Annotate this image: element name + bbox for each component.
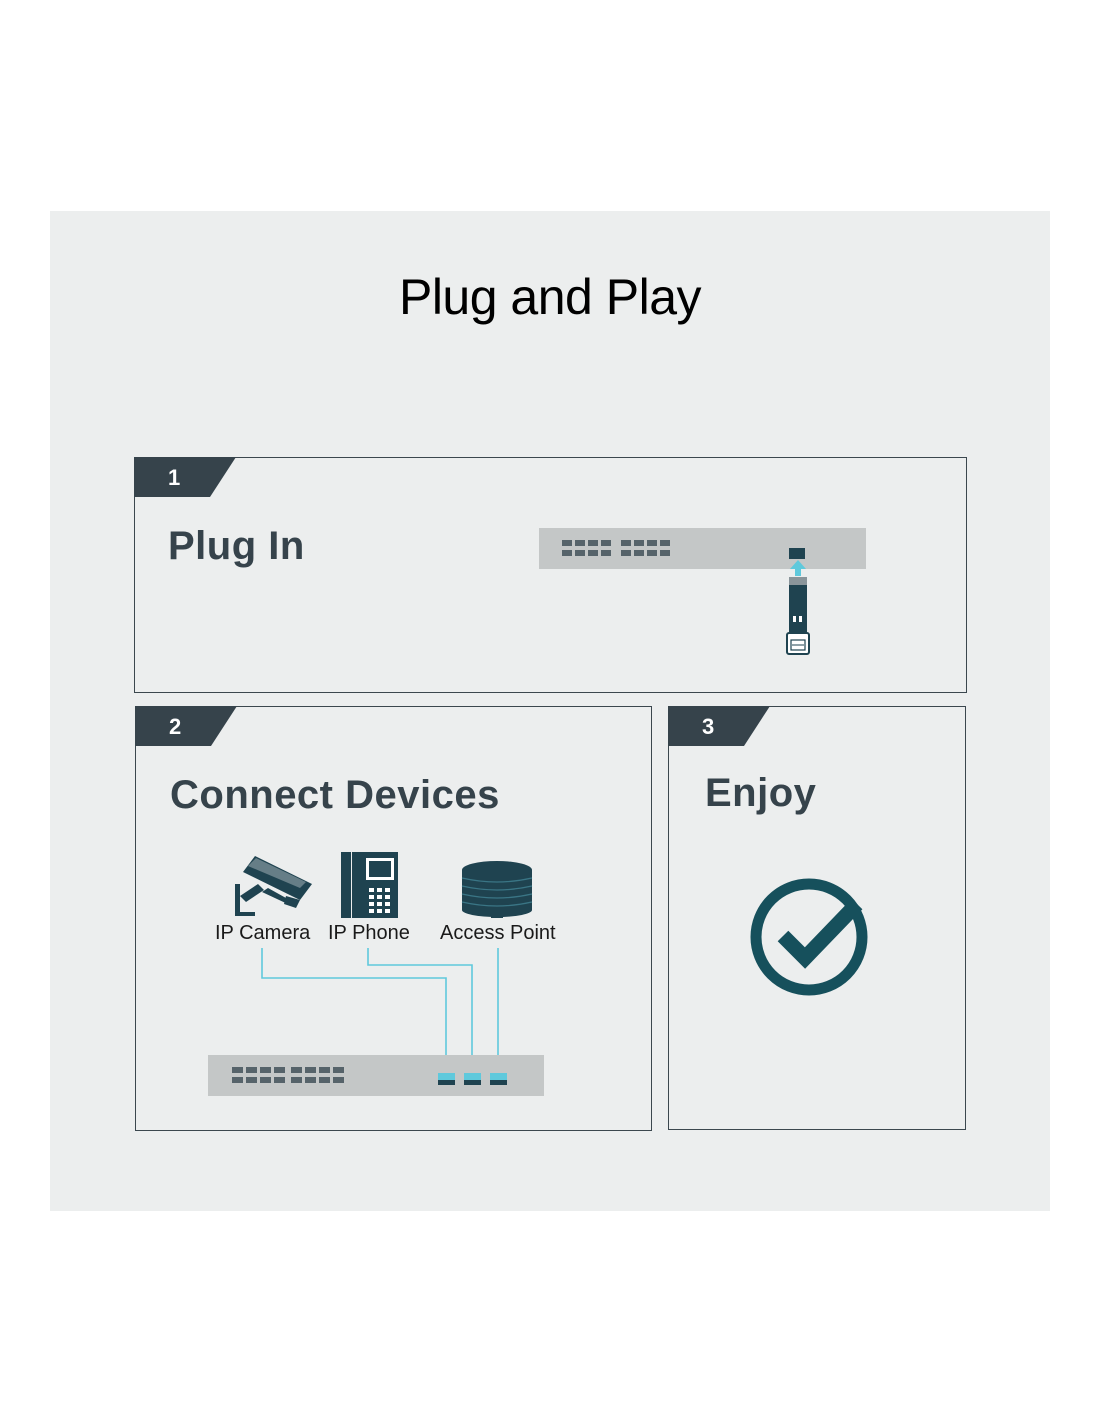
step-card-enjoy: 3 Enjoy: [668, 706, 966, 1130]
access-point-icon: [461, 861, 533, 918]
switch-plug-in: [539, 528, 866, 569]
step-card-connect-devices: 2 Connect Devices: [135, 706, 652, 1131]
ip-camera-icon: [235, 856, 312, 916]
step-card-plug-in: 1 Plug In: [134, 457, 967, 693]
step-title: Connect Devices: [170, 773, 500, 817]
step-title: Enjoy: [705, 771, 817, 815]
step-number: 2: [169, 714, 182, 739]
connection-cables: [261, 948, 499, 1073]
device-label-ip-camera: IP Camera: [215, 922, 311, 944]
device-label-access-point: Access Point: [440, 922, 556, 944]
sfp-module-icon: [786, 560, 810, 655]
page-title: Plug and Play: [398, 269, 702, 325]
step-badge-2: 2: [135, 706, 237, 746]
step-title: Plug In: [168, 524, 305, 568]
device-label-ip-phone: IP Phone: [328, 922, 410, 944]
step-number: 1: [168, 465, 181, 490]
switch-connect-devices: [208, 1055, 544, 1096]
step-badge-1: 1: [134, 457, 236, 497]
step-number: 3: [702, 714, 715, 739]
ip-phone-icon: [341, 852, 398, 918]
step-badge-3: 3: [668, 706, 770, 746]
check-circle-icon: [750, 878, 868, 996]
